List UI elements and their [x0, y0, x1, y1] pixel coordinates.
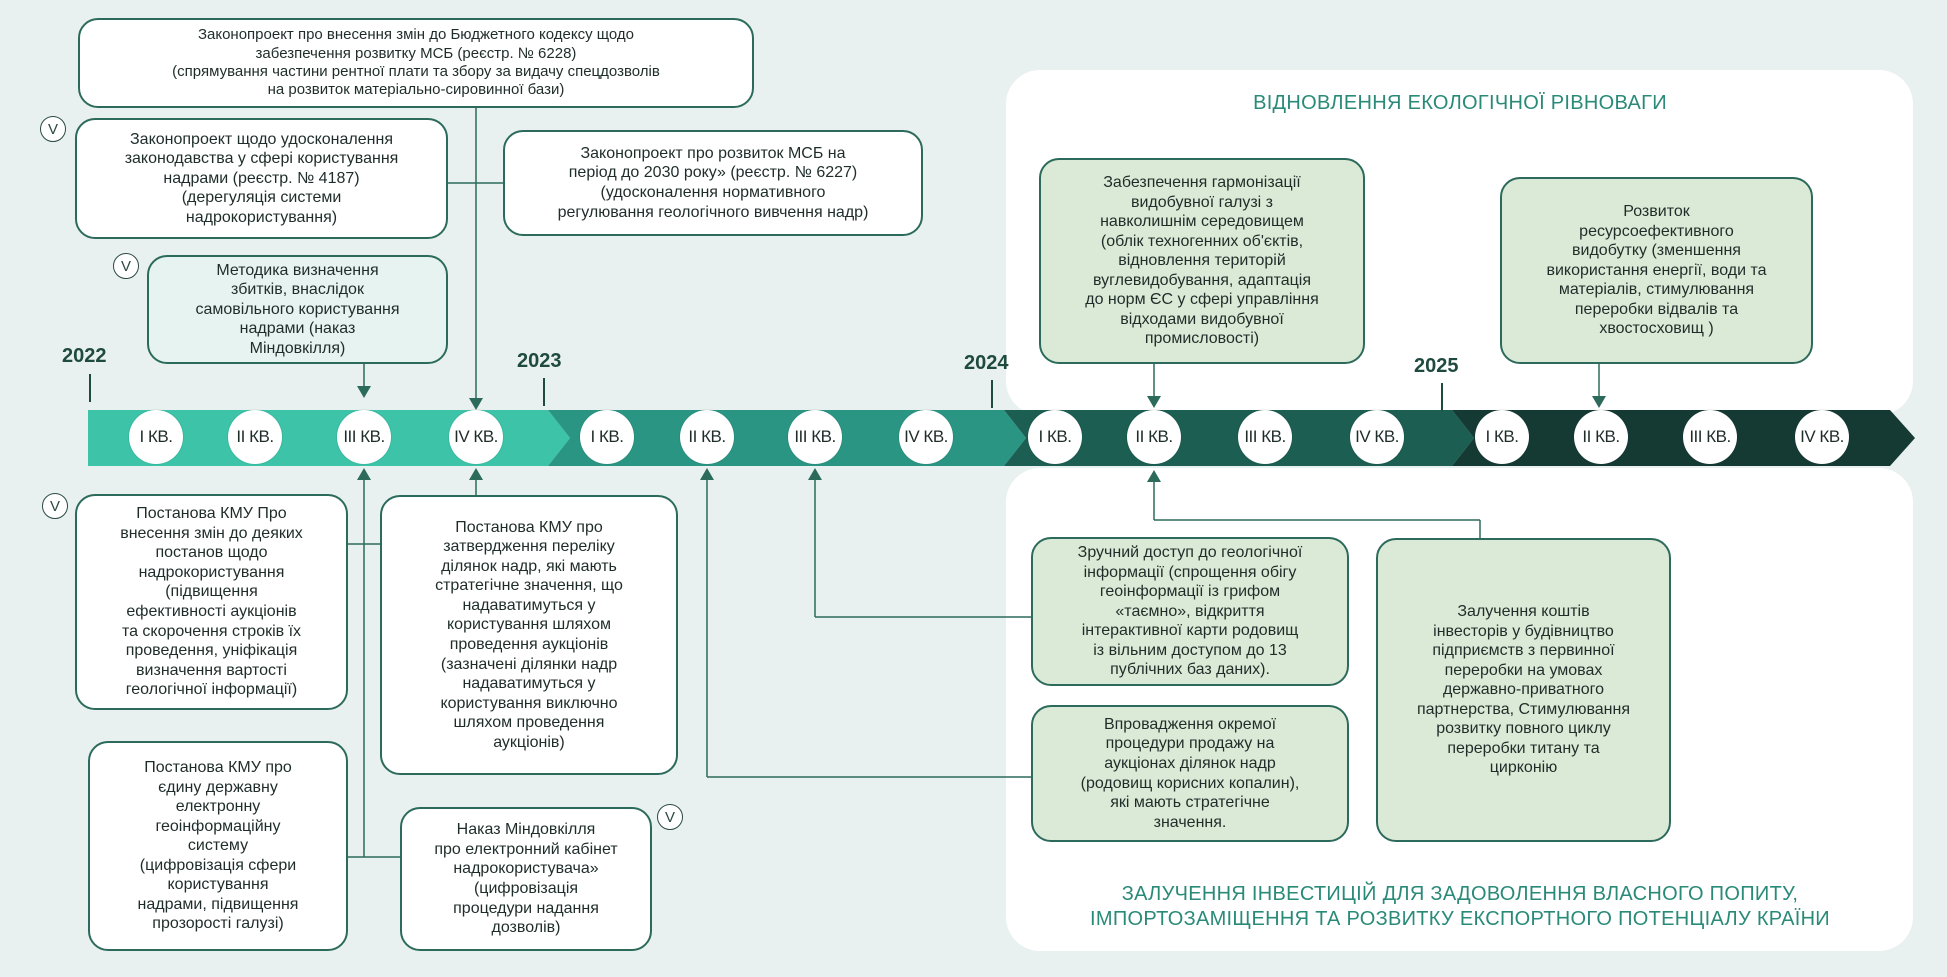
- ecology-panel-title: ВІДНОВЛЕННЯ ЕКОЛОГІЧНОЇ РІВНОВАГИ: [1253, 92, 1667, 114]
- subsoil-law-bill-box: Законопроект щодо удосконалення законода…: [75, 118, 448, 239]
- quarter-2025-q2: II КВ.: [1574, 410, 1628, 464]
- year-tick-2024: [991, 380, 993, 408]
- year-label-2023: 2023: [517, 350, 562, 372]
- ministry-cabinet-box: Наказ Міндовкілля про електронний кабіне…: [400, 807, 652, 951]
- auction-procedure-box: Впровадження окремої процедури продажу н…: [1031, 705, 1349, 842]
- year-tick-2025: [1441, 383, 1443, 411]
- connector-lines: [348, 97, 1600, 858]
- quarter-2024-q2: II КВ.: [1127, 410, 1181, 464]
- year-label-2024: 2024: [964, 352, 1009, 374]
- cmu-geoinfo-system-box: Постанова КМУ про єдину державну електро…: [88, 741, 348, 951]
- damage-method-box: Методика визначення збитків, внаслідок с…: [147, 255, 448, 364]
- year-tick-2023: [543, 378, 545, 406]
- quarter-2022-q4: IV КВ.: [449, 410, 503, 464]
- check-icon: V: [42, 493, 68, 519]
- cmu-auctions-box: Постанова КМУ Про внесення змін до деяки…: [75, 494, 348, 710]
- check-icon: V: [657, 804, 683, 830]
- cmu-strategic-list-box: Постанова КМУ про затвердження переліку …: [380, 495, 678, 775]
- quarter-2022-q2: II КВ.: [228, 410, 282, 464]
- arrow-heads: [357, 386, 1606, 482]
- budget-code-bill-box: Законопроект про внесення змін до Бюджет…: [78, 18, 754, 108]
- check-icon: V: [113, 253, 139, 279]
- year-tick-2022: [89, 374, 91, 402]
- quarter-2024-q3: III КВ.: [1238, 410, 1292, 464]
- mining-harmonization-box: Забезпечення гармонізації видобувної гал…: [1039, 158, 1365, 364]
- quarter-2023-q2: II КВ.: [680, 410, 734, 464]
- investment-panel-title-line1: ЗАЛУЧЕННЯ ІНВЕСТИЦІЙ ДЛЯ ЗАДОВОЛЕННЯ ВЛА…: [1121, 883, 1799, 905]
- investors-box: Залучення коштів інвесторів у будівництв…: [1376, 538, 1671, 842]
- quarter-2022-q3: III КВ.: [337, 410, 391, 464]
- quarter-2025-q4: IV КВ.: [1795, 410, 1849, 464]
- quarter-2025-q1: I КВ.: [1475, 410, 1529, 464]
- geo-access-box: Зручний доступ до геологічної інформації…: [1031, 537, 1349, 686]
- year-label-2025: 2025: [1414, 355, 1459, 377]
- year-label-2022: 2022: [62, 345, 107, 367]
- quarter-2023-q4: IV КВ.: [899, 410, 953, 464]
- resource-efficiency-box: Розвиток ресурсоефективного видобутку (з…: [1500, 177, 1813, 364]
- msb-2030-bill-box: Законопроект про розвиток МСБ на період …: [503, 130, 923, 236]
- quarter-2022-q1: I КВ.: [129, 410, 183, 464]
- quarter-2024-q1: I КВ.: [1028, 410, 1082, 464]
- investment-panel-title-line2: ІМПОРТОЗАМІЩЕННЯ ТА РОЗВИТКУ ЕКСПОРТНОГО…: [1090, 908, 1830, 930]
- quarter-2023-q3: III КВ.: [788, 410, 842, 464]
- quarter-2024-q4: IV КВ.: [1350, 410, 1404, 464]
- quarter-2023-q1: I КВ.: [580, 410, 634, 464]
- check-icon: V: [40, 116, 66, 142]
- quarter-2025-q3: III КВ.: [1683, 410, 1737, 464]
- timeline-segment-2022: [88, 410, 570, 466]
